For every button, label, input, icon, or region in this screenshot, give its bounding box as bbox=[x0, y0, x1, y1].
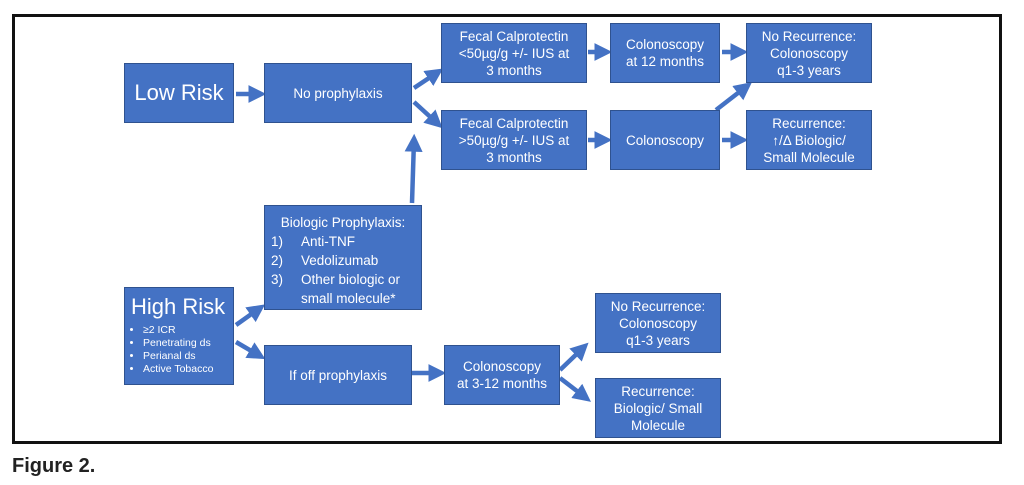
no-recurrence-label-bottom: No Recurrence: Colonoscopy q1-3 years bbox=[610, 298, 706, 348]
figure-frame bbox=[12, 14, 1002, 444]
biologic-prophylaxis-box: Biologic Prophylaxis: 1) Anti-TNF 2) Ved… bbox=[264, 205, 422, 310]
biologic-prophylaxis-title: Biologic Prophylaxis: bbox=[280, 215, 406, 230]
arrow-colo3-12-to-norec bbox=[558, 342, 589, 372]
option-number: 1) bbox=[271, 234, 284, 249]
option-text: Anti-TNF bbox=[301, 234, 355, 249]
arrow-bio-to-noproph bbox=[404, 133, 423, 204]
off-prophylaxis-label: If off prophylaxis bbox=[288, 367, 388, 383]
arrow-high-to-off bbox=[234, 340, 266, 360]
biologic-option: 3) Other biologic or small molecule* bbox=[271, 270, 415, 308]
criterion-item: Perianal ds bbox=[143, 350, 233, 363]
figure-caption: Figure 2. bbox=[12, 455, 96, 477]
low-risk-label: Low Risk bbox=[134, 80, 224, 105]
no-recurrence-box-top: No Recurrence: Colonoscopy q1-3 years bbox=[746, 23, 872, 83]
arrow-noproph-to-fc-high bbox=[412, 100, 443, 129]
option-number: 3) bbox=[271, 272, 284, 287]
colonoscopy-label: Colonoscopy bbox=[625, 132, 705, 148]
biologic-options-list: 1) Anti-TNF 2) Vedolizumab 3) Other biol… bbox=[271, 232, 415, 308]
no-prophylaxis-label: No prophylaxis bbox=[293, 85, 383, 101]
recurrence-box-bottom: Recurrence: Biologic/ Small Molecule bbox=[595, 378, 721, 438]
fecal-calprotectin-high-box: Fecal Calprotectin >50µg/g +/- IUS at 3 … bbox=[441, 110, 587, 170]
colonoscopy-box: Colonoscopy bbox=[610, 110, 720, 170]
arrow-colo3-12-to-rec bbox=[558, 376, 591, 402]
criterion-item: ≥2 ICR bbox=[143, 324, 233, 337]
recurrence-label-bottom: Recurrence: Biologic/ Small Molecule bbox=[613, 383, 703, 433]
option-text: Other biologic or small molecule* bbox=[301, 272, 401, 306]
criterion-item: Penetrating ds bbox=[143, 337, 233, 350]
recurrence-box-top: Recurrence: ↑/Δ Biologic/ Small Molecule bbox=[746, 110, 872, 170]
option-number: 2) bbox=[271, 253, 284, 268]
fecal-calprotectin-low-box: Fecal Calprotectin <50µg/g +/- IUS at 3 … bbox=[441, 23, 587, 83]
arrow-colo-to-norec bbox=[714, 82, 752, 112]
no-recurrence-label-top: No Recurrence: Colonoscopy q1-3 years bbox=[761, 28, 857, 78]
low-risk-box: Low Risk bbox=[124, 63, 234, 123]
biologic-option: 2) Vedolizumab bbox=[271, 251, 415, 270]
off-prophylaxis-box: If off prophylaxis bbox=[264, 345, 412, 405]
colonoscopy-12-months-label: Colonoscopy at 12 months bbox=[625, 37, 705, 69]
fecal-calprotectin-high-label: Fecal Calprotectin >50µg/g +/- IUS at 3 … bbox=[458, 115, 570, 165]
criterion-item: Active Tobacco bbox=[143, 363, 233, 376]
colonoscopy-3-12-months-box: Colonoscopy at 3-12 months bbox=[444, 345, 560, 405]
option-text: Vedolizumab bbox=[301, 253, 379, 268]
biologic-option: 1) Anti-TNF bbox=[271, 232, 415, 251]
arrow-noproph-to-fc-low bbox=[412, 68, 444, 90]
no-prophylaxis-box: No prophylaxis bbox=[264, 63, 412, 123]
colonoscopy-12-months-box: Colonoscopy at 12 months bbox=[610, 23, 720, 83]
high-risk-box: High Risk ≥2 ICR Penetrating ds Perianal… bbox=[124, 287, 234, 385]
colonoscopy-3-12-months-label: Colonoscopy at 3-12 months bbox=[456, 359, 548, 391]
high-risk-title: High Risk bbox=[131, 294, 226, 319]
arrow-high-to-bio bbox=[234, 304, 266, 327]
high-risk-criteria-list: ≥2 ICR Penetrating ds Perianal ds Active… bbox=[129, 324, 233, 376]
no-recurrence-box-bottom: No Recurrence: Colonoscopy q1-3 years bbox=[595, 293, 721, 353]
recurrence-label-top: Recurrence: ↑/Δ Biologic/ Small Molecule bbox=[763, 115, 855, 165]
fecal-calprotectin-low-label: Fecal Calprotectin <50µg/g +/- IUS at 3 … bbox=[458, 28, 570, 78]
